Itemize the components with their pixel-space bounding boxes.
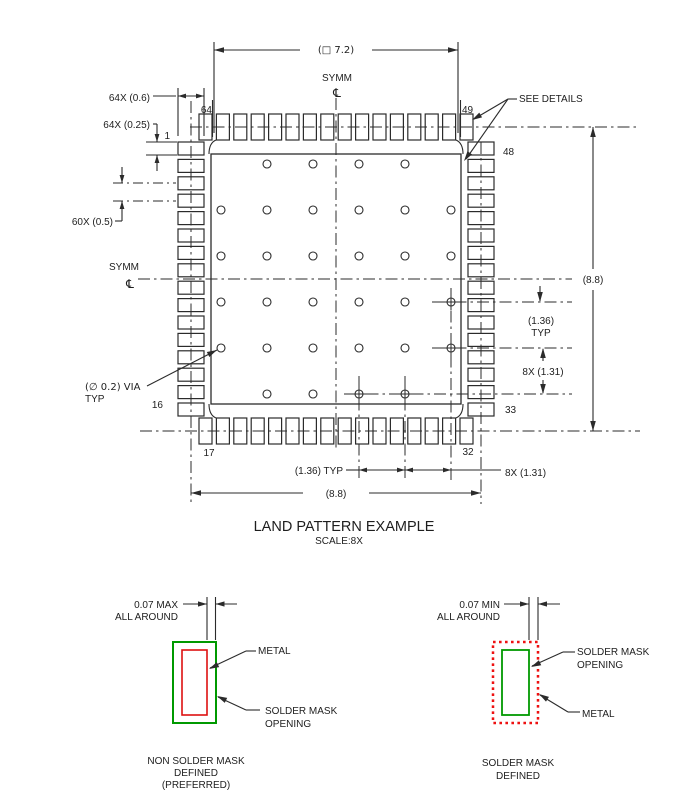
smd-all-around-label: ALL AROUND [437,612,500,623]
smd-clearance-label: 0.07 MIN [459,600,500,611]
dim-via-span-right-label: 8X (1.31) [522,367,563,378]
dim-pad-length-label: 64X (0.6) [109,93,150,104]
pin-32-label: 32 [462,447,474,458]
centerline-top-icon: ℄ [332,86,341,100]
dim-pitch-label: 60X (0.5) [72,217,113,228]
smd-opening-label-line2: OPENING [577,660,623,671]
dim-overall-right-label: (8.8) [583,275,604,286]
symm-top-label: SYMM [322,73,352,84]
nsmd-clearance-label: 0.07 MAX [134,600,178,611]
figure-title: LAND PATTERN EXAMPLE [254,519,435,535]
smd-opening-label-line1: SOLDER MASK [577,647,650,658]
dim-pad-width-label: 64X (0.25) [103,120,150,131]
pin-48-label: 48 [503,147,515,158]
via-note-line2: TYP [85,394,105,405]
pin-1-label: 1 [164,131,170,142]
pin-17-label: 17 [203,448,215,459]
centerline-left-icon: ℄ [125,277,134,291]
dim-via-pitch-right-line1: (1.36) [528,316,554,327]
nsmd-caption-line1: NON SOLDER MASK [147,756,245,767]
pin-33-label: 33 [505,405,517,416]
dim-via-span-bottom-label: 8X (1.31) [505,468,546,479]
nsmd-all-around-label: ALL AROUND [115,612,178,623]
smd-caption-line2: DEFINED [496,771,540,782]
pin-64-label: 64 [201,105,213,116]
nsmd-caption-line2: DEFINED [174,768,218,779]
drawing-geometry [113,42,640,725]
pin-16-label: 16 [152,400,164,411]
nsmd-opening-label-line2: OPENING [265,719,311,730]
dim-overall-bottom-label: (8.8) [326,489,347,500]
via-note-line1: (∅ 0.2) VIA [85,382,141,393]
dim-via-pitch-right-line2: TYP [531,328,551,339]
symm-left-label: SYMM [109,262,139,273]
smd-caption-line1: SOLDER MASK [482,758,555,769]
dim-via-pitch-bottom-label: (1.36) TYP [295,466,343,477]
nsmd-metal-label: METAL [258,646,291,657]
smd-metal-label: METAL [582,709,615,720]
see-details-label: SEE DETAILS [519,94,583,105]
nsmd-opening-label-line1: SOLDER MASK [265,706,338,717]
pin-49-label: 49 [462,105,474,116]
figure-scale-note: SCALE:8X [315,536,363,547]
dim-body-label: (□ 7.2) [318,45,354,56]
nsmd-caption-line3: (PREFERRED) [162,780,230,791]
